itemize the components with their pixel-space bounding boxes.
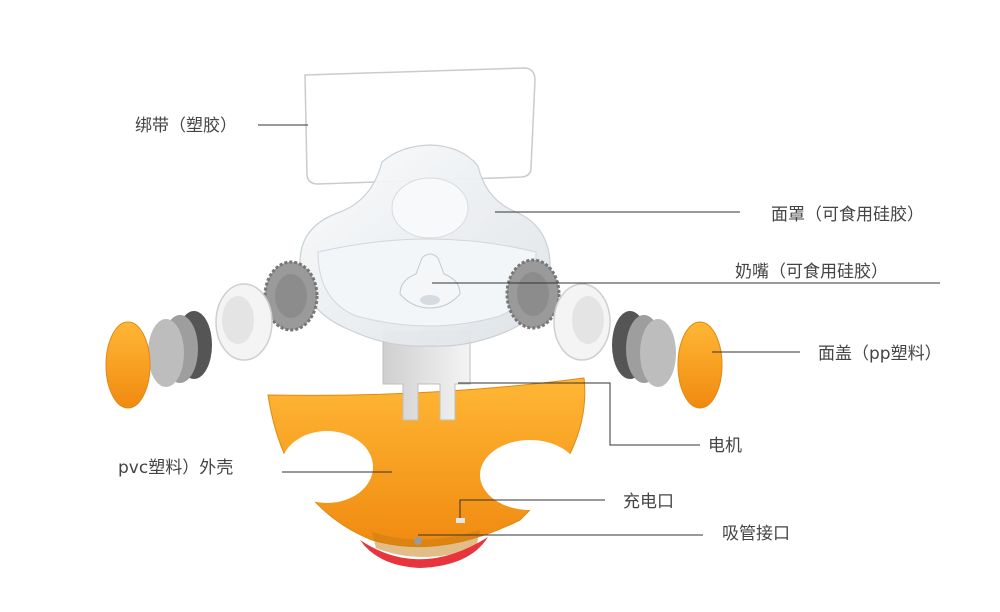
mask-part bbox=[299, 144, 551, 347]
motor-part bbox=[382, 331, 471, 421]
shell-label: pvc塑料）外壳 bbox=[118, 458, 234, 478]
nipple-part bbox=[399, 253, 461, 309]
nipple-label: 奶嘴（可食用硅胶） bbox=[735, 262, 888, 282]
leader-lines bbox=[258, 124, 940, 536]
left-cover-part bbox=[105, 321, 151, 409]
left-gear bbox=[263, 260, 319, 332]
right-filter-stack bbox=[553, 283, 676, 387]
motor-label: 电机 bbox=[708, 436, 742, 456]
mask-label: 面罩（可食用硅胶） bbox=[771, 205, 924, 225]
right-cover-part bbox=[677, 321, 723, 409]
charging-leader bbox=[459, 499, 605, 518]
strap-part bbox=[304, 67, 536, 185]
charging-port-label: 充电口 bbox=[623, 492, 674, 512]
motor-leader bbox=[458, 382, 700, 446]
shell-part bbox=[267, 377, 586, 568]
right-gear bbox=[505, 258, 561, 330]
left-filter-stack bbox=[148, 283, 273, 387]
straw-port-label: 吸管接口 bbox=[722, 524, 790, 544]
cover-label: 面盖（pp塑料） bbox=[818, 344, 942, 364]
strap-label: 绑带（塑胶） bbox=[135, 116, 237, 136]
